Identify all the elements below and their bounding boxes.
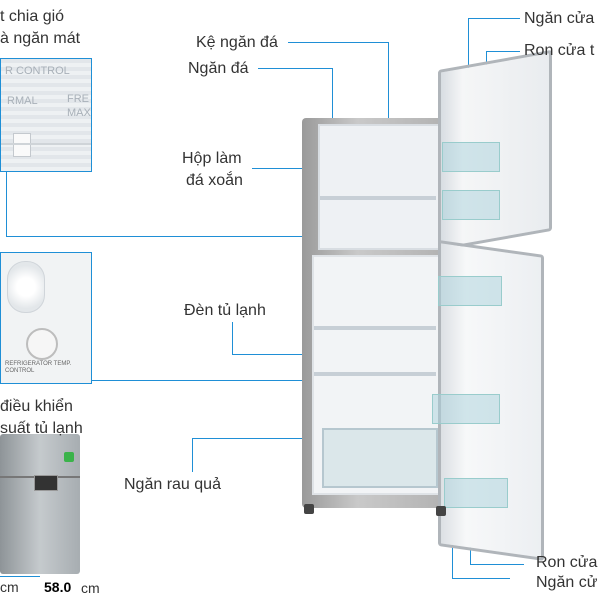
leader-line-rau-qua-h bbox=[192, 438, 322, 439]
leader-line-den-tu-lanh-v bbox=[232, 322, 233, 354]
freezer-compartment bbox=[318, 124, 442, 250]
leader-line-ngan-da-h bbox=[258, 68, 332, 69]
fridge-thumbnail-display bbox=[34, 475, 58, 491]
label-ngan-cua-top: Ngăn cửa bbox=[524, 10, 595, 27]
label-dieu-khien-1: điều khiển bbox=[0, 398, 73, 415]
label-ngan-rau-qua: Ngăn rau quả bbox=[124, 476, 221, 493]
label-hop-lam-da-2: đá xoắn bbox=[186, 172, 243, 189]
fridge-shelf-1 bbox=[314, 326, 436, 330]
vent-slider-track bbox=[1, 143, 91, 145]
inset-top-text-3: FRE bbox=[67, 93, 89, 105]
dimension-unit: cm bbox=[81, 580, 100, 596]
leader-line-rau-qua-v bbox=[192, 438, 193, 472]
leader-line-dieu-khien-h bbox=[90, 380, 378, 381]
leader-line-ngan-cua-bottom-h bbox=[452, 578, 510, 579]
temp-knob-icon bbox=[26, 328, 58, 360]
label-hop-lam-da-1: Hộp làm bbox=[182, 150, 242, 167]
freezer-shelf bbox=[320, 196, 436, 200]
fridge-door-bin-2 bbox=[432, 394, 500, 424]
leader-line-ngan-cua-top-h bbox=[468, 18, 520, 19]
leader-line-ron-cua-bottom-h bbox=[470, 564, 524, 565]
inset-top-text-4: MAX bbox=[67, 107, 91, 119]
dimension-left-text: cm bbox=[0, 579, 19, 595]
freezer-door-bin-1 bbox=[442, 142, 500, 172]
leader-line-chia-gio-h bbox=[6, 236, 372, 237]
label-ngan-cua-bottom: Ngăn cử bbox=[536, 574, 598, 591]
leader-line-den-tu-lanh-h bbox=[232, 354, 366, 355]
fridge-shelf-2 bbox=[314, 372, 436, 376]
fridge-foot-right bbox=[436, 506, 446, 516]
leader-line-hop-lam-da-h bbox=[252, 168, 348, 169]
fridge-foot-left bbox=[304, 504, 314, 514]
label-ron-cua-bottom: Ron cửa bbox=[536, 554, 598, 571]
label-dieu-khien-2: suất tủ lạnh bbox=[0, 420, 83, 437]
label-ke-ngan-da: Kệ ngăn đá bbox=[196, 34, 278, 51]
leader-line-ron-cua-top-h bbox=[486, 51, 520, 52]
fridge-door-bin-3 bbox=[444, 478, 508, 508]
inset-temp-control-photo: REFRIGERATOR TEMP. CONTROL bbox=[0, 252, 92, 384]
inset-air-vent-photo: R CONTROL RMAL FRE MAX bbox=[0, 58, 92, 172]
leader-line-ngan-da-v bbox=[332, 68, 333, 144]
label-den-tu-lanh: Đèn tủ lạnh bbox=[184, 302, 266, 319]
fridge-door-bin-1 bbox=[438, 276, 502, 306]
lamp-icon bbox=[7, 261, 45, 313]
leader-line-ke-ngan-da-v bbox=[388, 42, 389, 192]
label-chia-gio-2: à ngăn mát bbox=[0, 30, 81, 47]
label-ron-cua-top: Ron cửa t bbox=[524, 42, 595, 59]
label-ngan-da: Ngăn đá bbox=[188, 60, 249, 77]
leader-line-chia-gio-v bbox=[6, 170, 7, 236]
freezer-door-bin-2 bbox=[442, 190, 500, 220]
vent-slider-handle bbox=[13, 133, 31, 157]
dimension-value: 58.0 bbox=[44, 579, 72, 595]
label-chia-gio-1: t chia gió bbox=[0, 8, 65, 25]
inset-top-text-2: RMAL bbox=[7, 95, 38, 107]
leader-line-ke-ngan-da-h bbox=[288, 42, 388, 43]
inset-top-text-1: R CONTROL bbox=[5, 65, 70, 77]
knob-label: REFRIGERATOR TEMP. CONTROL bbox=[5, 361, 72, 374]
energy-badge-icon bbox=[64, 452, 74, 462]
dimension-line bbox=[0, 576, 40, 577]
vegetable-crisper bbox=[322, 428, 438, 488]
